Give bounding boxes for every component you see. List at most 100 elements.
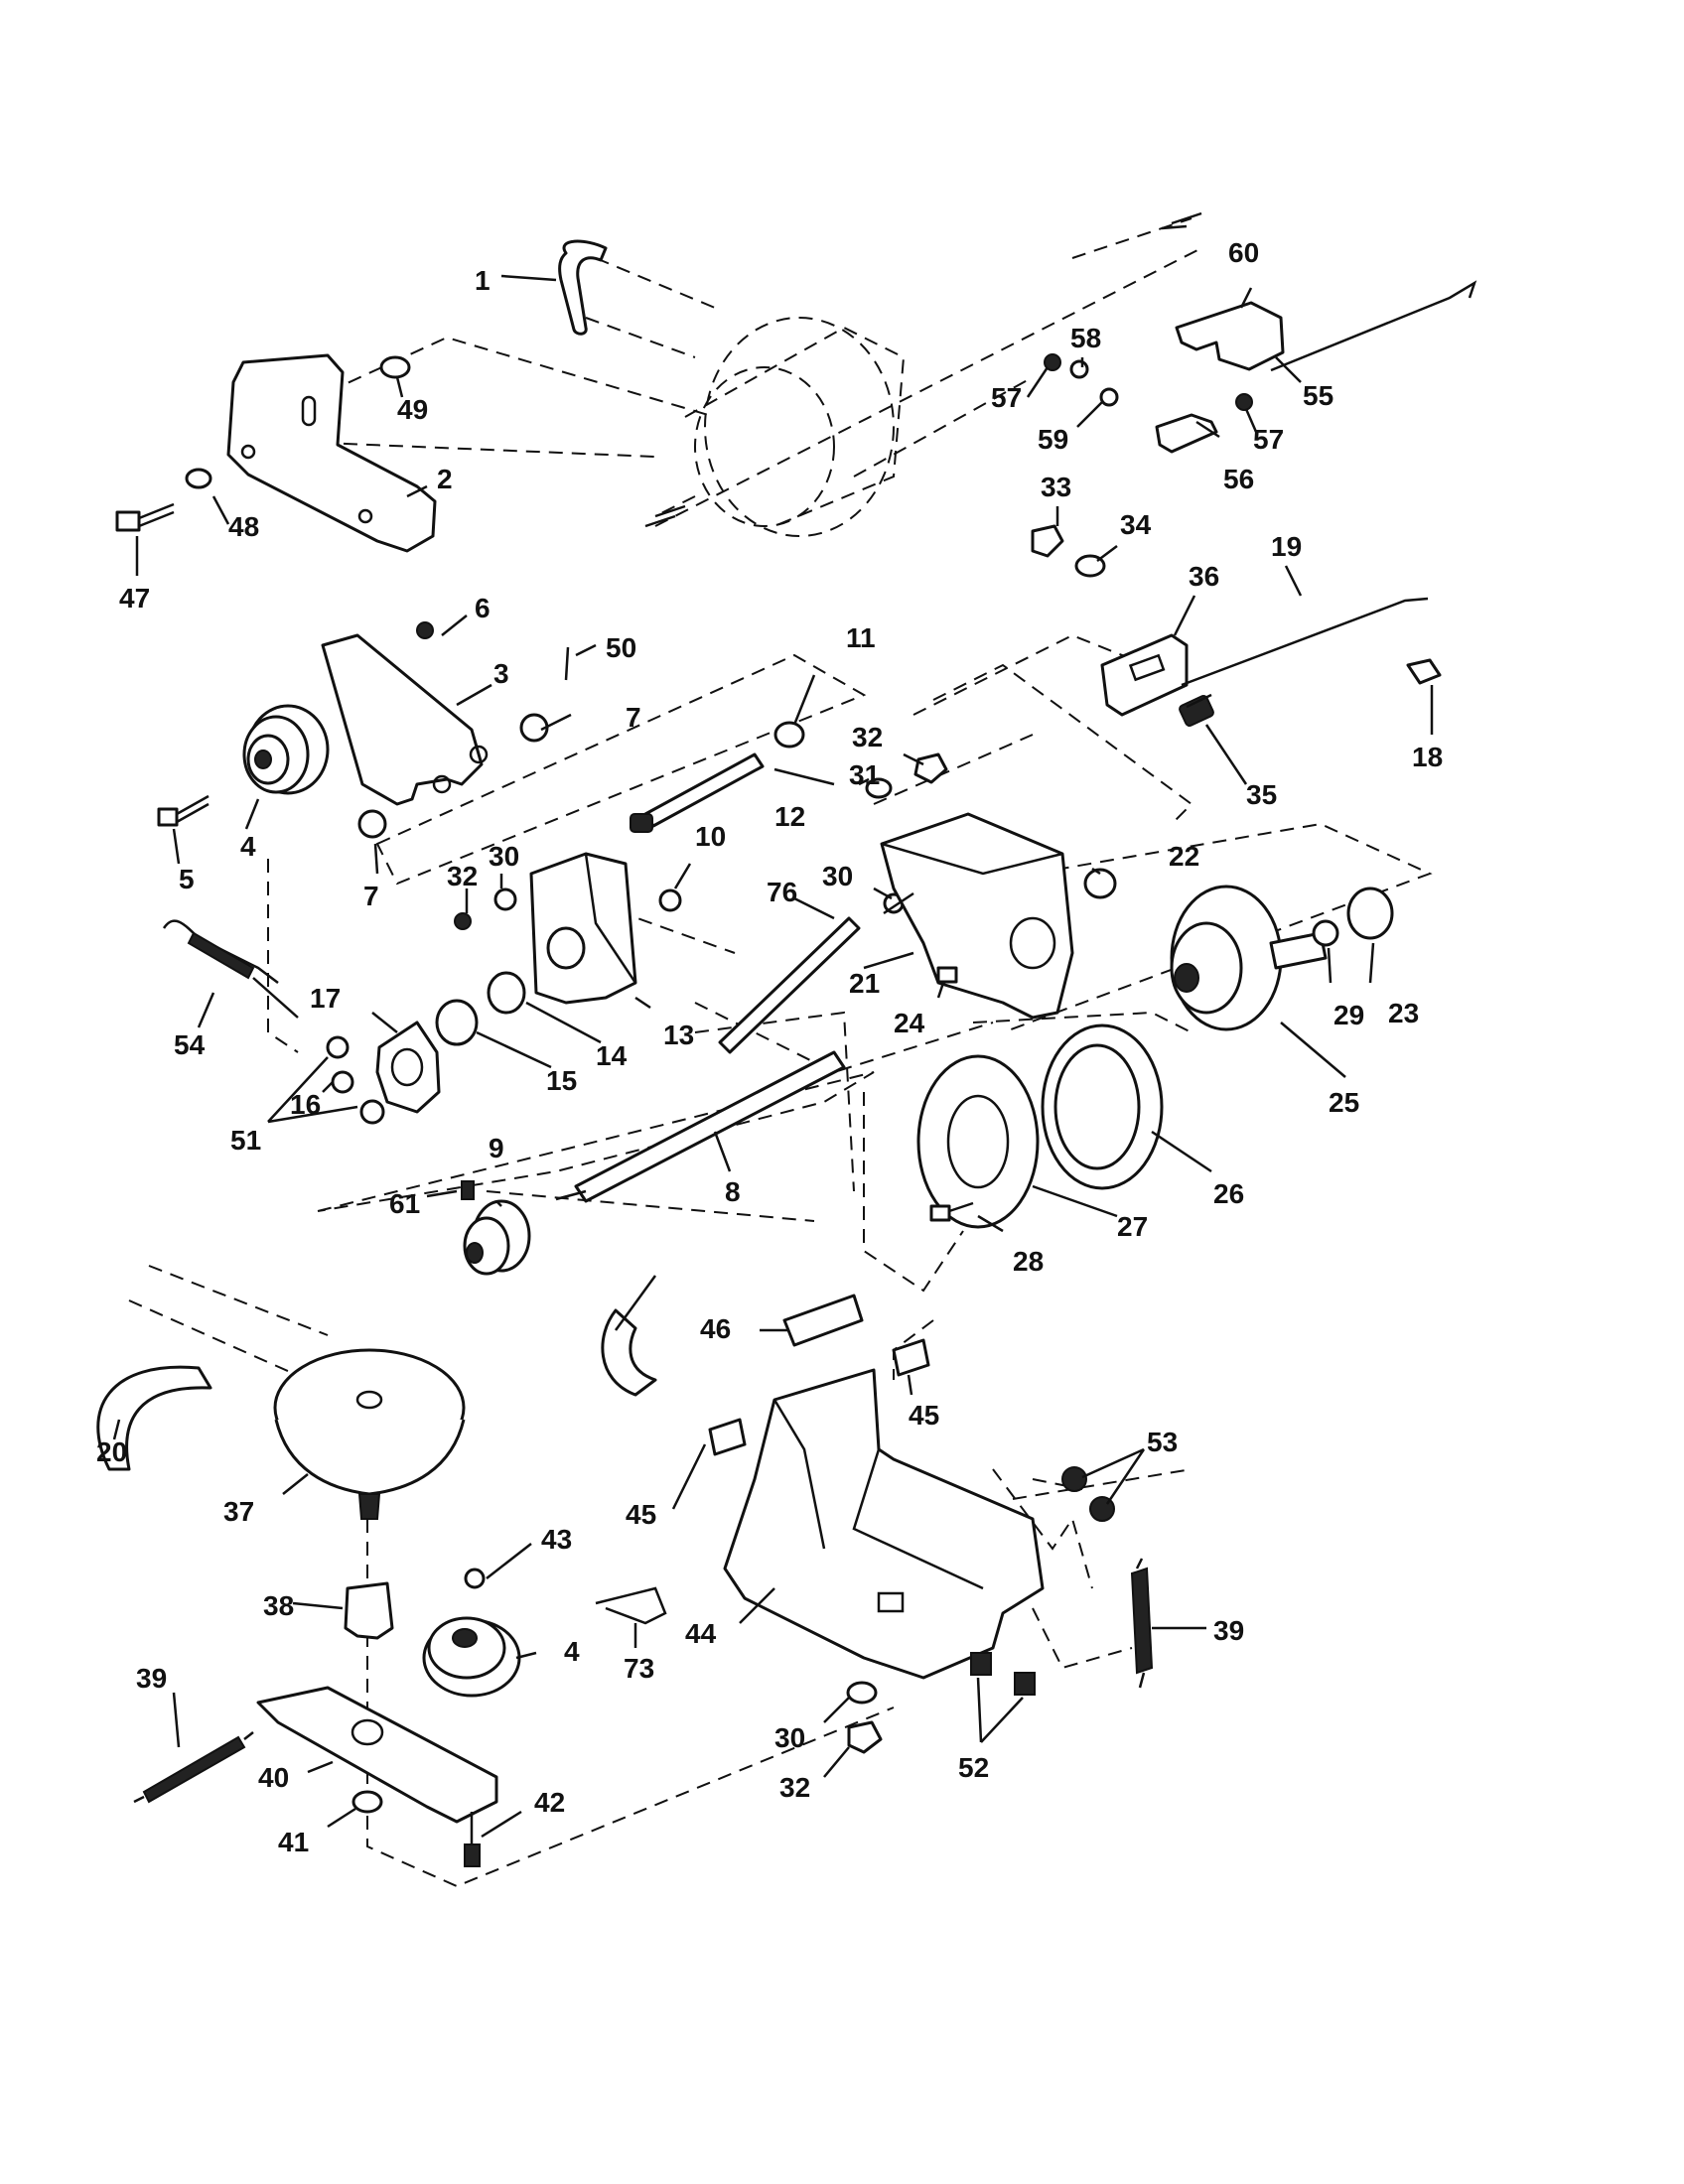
callout-6: 6: [475, 593, 491, 623]
bearing-14: [487, 971, 526, 1015]
nut-32c: [847, 1720, 883, 1754]
bolt-47: [115, 502, 175, 532]
plate-36-slot: [1128, 653, 1166, 682]
callout-15: 15: [546, 1065, 577, 1096]
ring-22: [1083, 868, 1117, 899]
spring-54-coil: [187, 931, 255, 980]
callout-28: 28: [1013, 1246, 1044, 1277]
friction-ring-26: [1041, 1024, 1164, 1190]
clip-18: [1406, 658, 1442, 685]
bearing-23: [1346, 887, 1394, 940]
bracket-2: [226, 353, 437, 553]
bolt-28: [929, 1201, 974, 1222]
belt-segment-top: [558, 239, 608, 336]
callout-51: 51: [230, 1125, 261, 1156]
pulley-9: [463, 1199, 531, 1276]
callout-39-left: 39: [136, 1663, 167, 1694]
callout-43: 43: [541, 1524, 572, 1555]
bolt-52a: [970, 1652, 992, 1676]
washer-58: [1069, 359, 1089, 379]
callout-30-a: 30: [489, 841, 519, 872]
nut-53a: [1061, 1466, 1087, 1492]
shaft-12: [630, 752, 765, 833]
callout-21: 21: [849, 968, 880, 999]
callout-22: 22: [1169, 841, 1199, 872]
nut-16: [331, 1070, 354, 1094]
nut-32a: [913, 752, 948, 784]
leader-lines: [112, 274, 1434, 1839]
bracket-21: [880, 812, 1074, 1020]
bracket-2-hole: [357, 508, 373, 524]
callout-37: 37: [223, 1496, 254, 1527]
callout-4-upper: 4: [240, 831, 256, 862]
nut-57: [1044, 353, 1061, 371]
callout-30-c: 30: [774, 1722, 805, 1753]
nut-7b: [357, 809, 387, 839]
nut-33: [1031, 524, 1064, 558]
callout-73: 73: [624, 1653, 654, 1684]
bearing-housing-13: [529, 852, 637, 1005]
bolt-51b: [359, 1099, 385, 1125]
cover-60: [1175, 301, 1285, 371]
bolt-24: [936, 966, 958, 984]
setscrew-61: [461, 1180, 475, 1200]
callout-31: 31: [849, 759, 880, 790]
washer-31: [865, 777, 893, 799]
washer-43: [464, 1568, 486, 1589]
callout-27: 27: [1117, 1211, 1148, 1242]
callout-7-lower: 7: [363, 881, 379, 911]
callout-2: 2: [437, 464, 453, 494]
callout-1-top: 1: [475, 265, 491, 296]
callout-40: 40: [258, 1762, 289, 1793]
washer-29: [1312, 919, 1339, 947]
callout-18: 18: [1412, 742, 1443, 772]
callout-60: 60: [1228, 237, 1259, 268]
bolt-35: [1179, 693, 1214, 727]
spring-39-right: [1130, 1567, 1154, 1675]
callout-46: 46: [700, 1313, 731, 1344]
belt-20: [96, 1365, 212, 1471]
arm-40-hole: [351, 1718, 384, 1746]
lockwasher-48: [185, 468, 212, 489]
callout-20: 20: [96, 1436, 127, 1467]
bearing-housing-13-bore: [546, 926, 586, 970]
callout-numbers: 1 2 3 4 4 5 6 7 7 8 9 10 11 12 13 14 15 …: [96, 237, 1443, 1857]
shaft-8: [555, 1050, 846, 1203]
bracket-21-bore: [1009, 916, 1056, 970]
callout-38: 38: [263, 1590, 294, 1621]
callout-9: 9: [489, 1133, 504, 1163]
callout-56: 56: [1223, 464, 1254, 494]
callout-41: 41: [278, 1827, 309, 1857]
idler-arm-3: [321, 633, 484, 806]
callout-59: 59: [1038, 424, 1068, 455]
hub-25: [1170, 885, 1328, 1031]
ring-15: [435, 999, 479, 1046]
washer-30c: [846, 1681, 878, 1705]
callout-25: 25: [1329, 1087, 1359, 1118]
callout-61: 61: [389, 1188, 420, 1219]
callout-23: 23: [1388, 998, 1419, 1028]
callout-16: 16: [290, 1089, 321, 1120]
washer-10: [658, 888, 682, 912]
bolt-52b: [1014, 1672, 1036, 1696]
callout-53: 53: [1147, 1427, 1178, 1457]
bolt-5: [157, 794, 210, 827]
callout-26: 26: [1213, 1178, 1244, 1209]
bushing-38: [344, 1581, 394, 1640]
bushing-45b: [708, 1418, 747, 1456]
callout-45-right: 45: [909, 1400, 939, 1431]
spring-39-left: [142, 1735, 246, 1804]
bracket-2-slot: [301, 395, 317, 427]
flange-17: [375, 1021, 441, 1114]
callout-35: 35: [1246, 779, 1277, 810]
flange-17-bore: [390, 1047, 424, 1087]
washer-30a: [493, 887, 517, 911]
callout-32-b: 32: [852, 722, 883, 752]
callout-36: 36: [1189, 561, 1219, 592]
callout-50: 50: [606, 632, 636, 663]
arm-hole: [432, 774, 452, 794]
callout-5: 5: [179, 864, 195, 894]
transmission-housing: [644, 211, 1202, 537]
callout-45-left: 45: [626, 1499, 656, 1530]
